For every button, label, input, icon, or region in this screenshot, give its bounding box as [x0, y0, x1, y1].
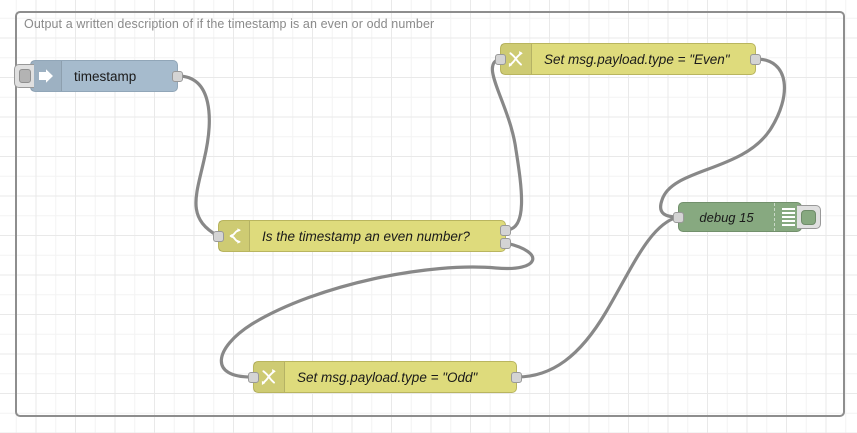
flow-group-title: Output a written description of if the t… — [24, 17, 435, 31]
switch-output-port-0[interactable] — [500, 225, 511, 236]
switch-branch-icon — [219, 221, 250, 251]
debug-lines-icon — [775, 203, 801, 231]
wire-switch-to-change-even[interactable] — [490, 57, 524, 232]
inject-button-square-icon — [18, 69, 31, 83]
node-change-set-odd[interactable]: Set msg.payload.type = "Odd" — [248, 361, 522, 393]
change-swap-icon — [501, 44, 532, 74]
switch-input-port[interactable] — [213, 231, 224, 242]
inject-arrow-icon — [31, 61, 62, 91]
change-odd-input-port[interactable] — [248, 372, 259, 383]
change-even-output-port[interactable] — [750, 54, 761, 65]
change-odd-output-port[interactable] — [511, 372, 522, 383]
wire-change-odd-to-debug[interactable] — [515, 215, 680, 379]
node-debug-15[interactable]: debug 15 — [673, 202, 821, 232]
node-switch-even-check[interactable]: Is the timestamp an even number? — [213, 220, 511, 252]
inject-output-port-0[interactable] — [172, 71, 183, 82]
debug-button-square-icon — [801, 209, 816, 225]
node-change-even-label: Set msg.payload.type = "Even" — [544, 51, 730, 67]
change-swap-icon — [254, 362, 285, 392]
node-switch-label: Is the timestamp an even number? — [262, 228, 470, 244]
switch-output-port-1[interactable] — [500, 238, 511, 249]
debug-input-port[interactable] — [673, 212, 684, 223]
inject-trigger-button[interactable] — [14, 64, 34, 88]
node-inject-timestamp[interactable]: timestamp — [14, 60, 183, 92]
change-even-input-port[interactable] — [495, 54, 506, 65]
wire-switch-to-change-odd[interactable] — [219, 241, 535, 379]
wire-change-even-to-debug[interactable] — [659, 57, 786, 219]
debug-toggle-button[interactable] — [797, 205, 821, 229]
node-debug-label: debug 15 — [679, 203, 775, 231]
node-change-set-even[interactable]: Set msg.payload.type = "Even" — [495, 43, 761, 75]
wire-inject-to-switch[interactable] — [176, 74, 220, 238]
node-inject-label: timestamp — [74, 68, 137, 84]
node-change-odd-label: Set msg.payload.type = "Odd" — [297, 369, 478, 385]
flow-group-boundary[interactable] — [15, 11, 845, 417]
